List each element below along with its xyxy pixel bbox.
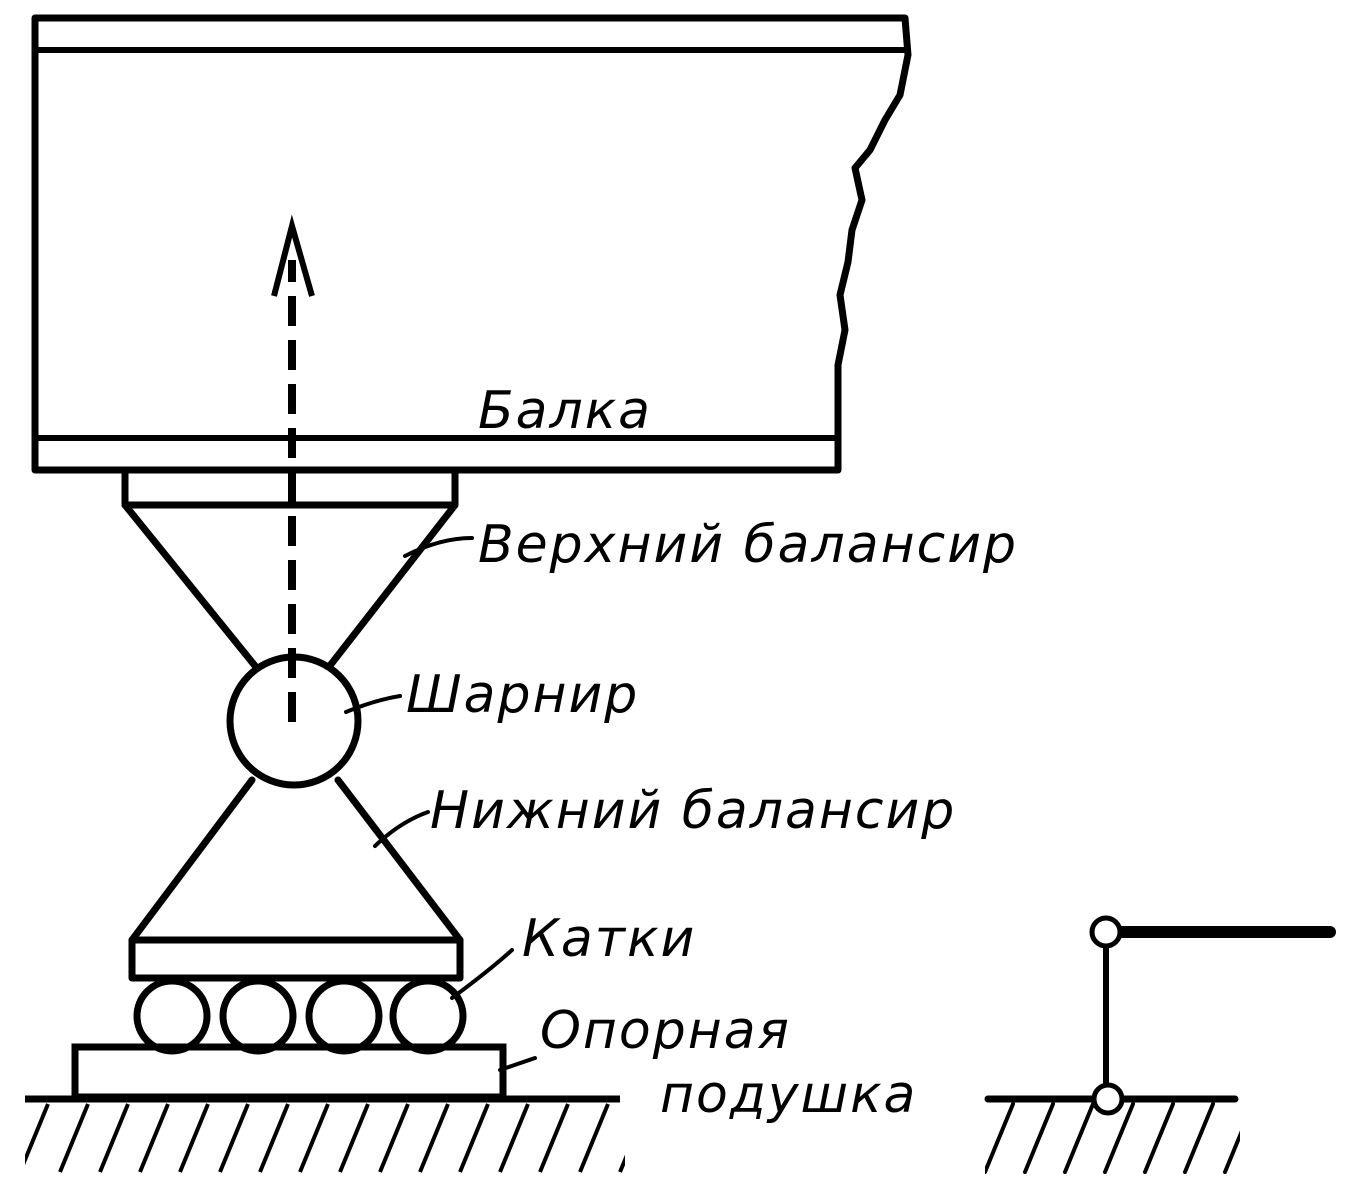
roller [305,977,383,1055]
upper-balancer-plate [121,466,459,509]
upper-balancer [121,466,459,676]
ground-hatching-left [25,1103,625,1173]
label-lower-balancer: Нижний балансир [430,781,956,841]
label-upper-balancer: Верхний балансир [478,515,1018,575]
lower-balancer-left-arm [128,776,256,944]
ground-left [25,1095,625,1173]
schematic-ground-hatching [985,1102,1240,1174]
roller [133,977,211,1055]
label-hinge: Шарнир [406,665,639,725]
roller [219,977,297,1055]
upper-balancer-right-arm [321,501,459,676]
lower-balancer [128,776,464,982]
label-beam: Балка [478,381,652,441]
leader-upper-balancer [403,536,474,558]
bearing-pad [71,1043,507,1101]
label-bearing-pad-line1: Опорная [540,1001,791,1061]
label-rollers: Катки [522,909,696,969]
leader-lower-balancer [373,810,430,848]
label-bearing-pad-line2: подушка [660,1065,917,1125]
leader-bearing-pad [498,1056,537,1072]
leader-rollers [450,948,514,1000]
upper-balancer-left-arm [121,501,264,676]
force-arrow-head [271,214,315,297]
beam [31,14,912,474]
roller [389,977,467,1055]
leader-hinge [344,694,402,714]
rollers [133,977,467,1055]
beam-outline [31,14,912,474]
leader-lines [344,536,537,1072]
lower-balancer-right-arm [334,776,464,944]
schematic-bottom-hinge [1091,1082,1125,1116]
force-arrow [271,214,315,722]
schematic-top-hinge [1089,915,1123,949]
schematic-symbol [984,915,1336,1174]
lower-balancer-plate [128,936,464,982]
